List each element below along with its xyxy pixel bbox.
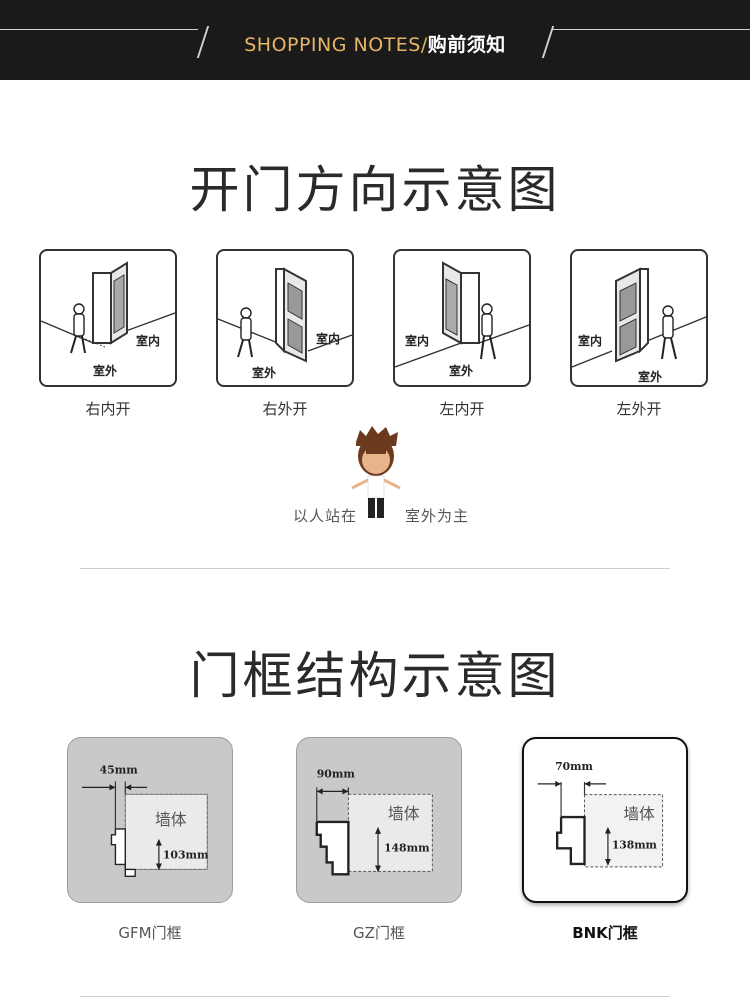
cartoon-person-icon (351, 426, 401, 518)
frame-label-bnk: BNK门框 (572, 924, 638, 942)
label-outside: 室外 (449, 363, 473, 378)
frame-diagram-gfm: 45mm 103mm 墙体 (81, 764, 209, 878)
door-card-right-inward: 室内 室外 (39, 249, 177, 387)
door-label-left-inward: 左内开 (439, 400, 485, 418)
header-title: SHOPPING NOTES/购前须知 (210, 30, 540, 57)
dim-width-gfm: 45mm (100, 764, 139, 777)
wall-label-bnk: 墙体 (624, 805, 656, 823)
section-divider (80, 568, 670, 569)
header-line-left (0, 29, 198, 30)
wall-label-gfm: 墙体 (155, 810, 187, 829)
frame-card-bnk: 70mm 138mm 墙体 (522, 737, 688, 903)
bottom-divider (80, 996, 670, 997)
dim-depth-bnk: 138mm (612, 838, 658, 851)
header-slash-right (541, 26, 555, 58)
door-illustration-left-inward: 室内 室外 (395, 261, 529, 378)
dim-width-gz: 90mm (317, 768, 356, 781)
door-illustration-right-inward: 室内 室外 (41, 261, 175, 378)
header-bar: SHOPPING NOTES/购前须知 (0, 0, 750, 80)
door-label-right-outward: 右外开 (262, 400, 308, 418)
label-outside: 室外 (638, 369, 662, 384)
door-card-right-outward: 室内 室外 (216, 249, 354, 387)
note-standing-left: 以人站在 (292, 507, 357, 525)
header-slash-left (196, 26, 210, 58)
frame-label-gz: GZ门框 (353, 924, 405, 942)
note-standing-right: 室外为主 (405, 507, 470, 525)
label-outside: 室外 (252, 365, 276, 380)
door-card-left-inward: 室内 室外 (393, 249, 531, 387)
label-inside: 室内 (578, 333, 602, 348)
door-card-left-outward: 室内 室外 (570, 249, 708, 387)
dim-depth-gz: 148mm (384, 842, 430, 855)
label-inside: 室内 (405, 333, 429, 348)
frame-diagram-bnk: 70mm 138mm 墙体 (537, 760, 664, 868)
wall-label-gz: 墙体 (388, 804, 420, 823)
door-label-left-outward: 左外开 (616, 400, 662, 418)
door-label-right-inward: 右内开 (85, 400, 131, 418)
frame-structure-title: 门框结构示意图 (189, 647, 561, 705)
door-illustration-right-outward: 室内 室外 (218, 267, 352, 380)
frame-diagram-gz: 90mm 148mm 墙体 (315, 768, 433, 876)
dim-width-bnk: 70mm (555, 760, 593, 773)
frame-label-gfm: GFM门框 (118, 924, 182, 942)
header-title-zh: 购前须知 (427, 34, 506, 56)
door-direction-title: 开门方向示意图 (189, 161, 561, 219)
label-outside: 室外 (93, 363, 117, 378)
dim-depth-gfm: 103mm (163, 849, 209, 862)
label-inside: 室内 (316, 331, 340, 346)
header-title-en: SHOPPING NOTES/ (244, 34, 428, 56)
door-illustration-left-outward: 室内 室外 (572, 267, 706, 384)
label-inside: 室内 (136, 333, 160, 348)
header-line-right (553, 29, 750, 30)
frame-card-gfm: 45mm 103mm 墙体 (67, 737, 233, 903)
frame-card-gz: 90mm 148mm 墙体 (296, 737, 462, 903)
